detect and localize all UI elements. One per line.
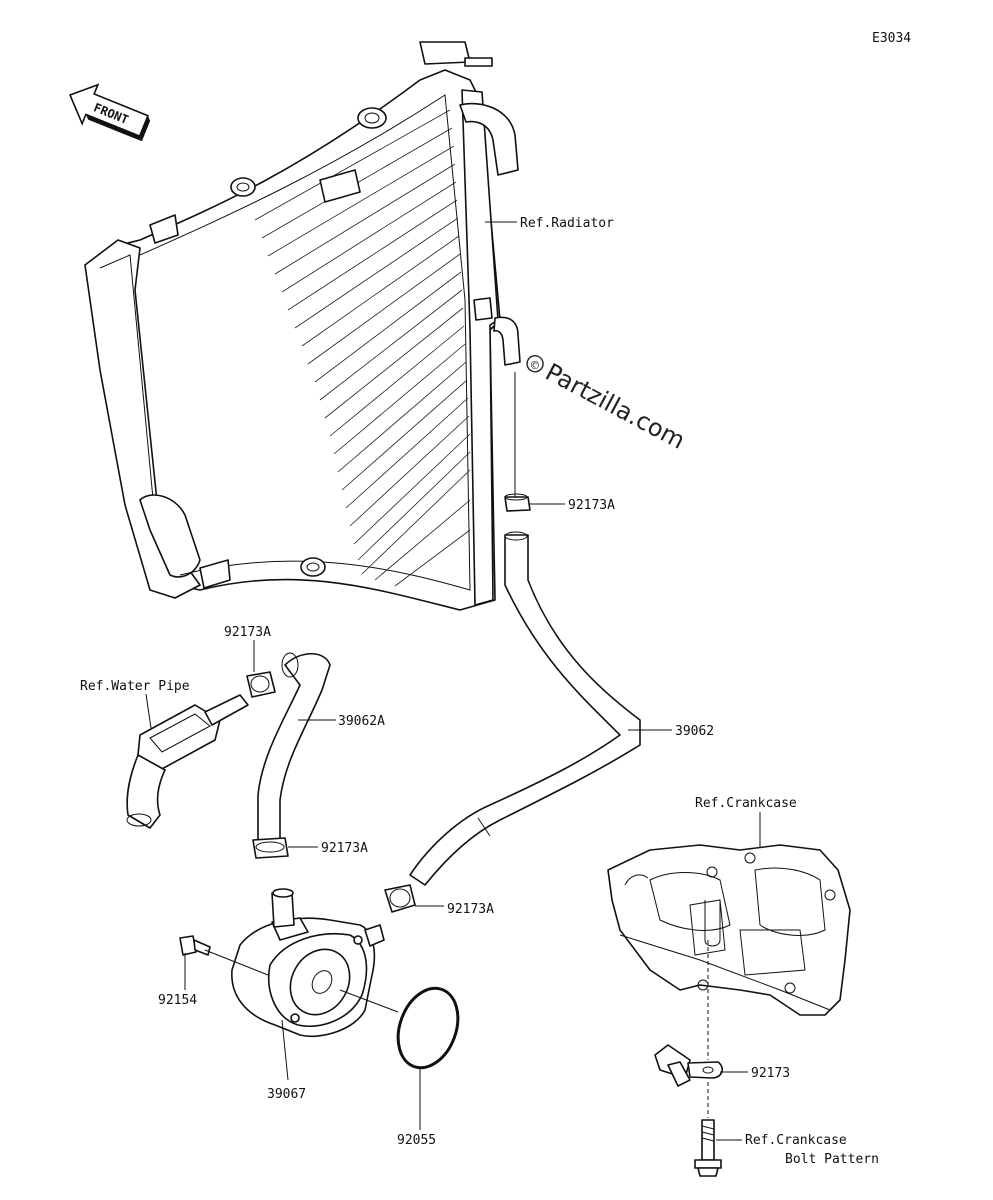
front-arrow-icon: FRONT xyxy=(68,83,151,142)
ref-radiator-label: Ref.Radiator xyxy=(520,216,614,231)
oring-label: 92055 xyxy=(397,1133,436,1148)
diagram-code: E3034 xyxy=(872,31,911,46)
watermark: © Partzilla.com xyxy=(526,355,690,455)
hose-clamp-cooler xyxy=(384,884,416,913)
hose-clamp-radiator xyxy=(504,493,531,512)
crankcase-bolt xyxy=(694,1119,722,1177)
clamp-92173 xyxy=(654,1044,724,1087)
water-pipe xyxy=(126,694,249,829)
clamp-hose-bottom-label: 92173A xyxy=(321,841,368,856)
hose-39062 xyxy=(409,531,641,886)
oring-92055 xyxy=(396,986,460,1070)
ref-water-pipe-label: Ref.Water Pipe xyxy=(80,679,190,694)
hose-short-label: 39062A xyxy=(338,714,385,729)
crankcase xyxy=(607,844,851,1016)
watermark-copyright: © xyxy=(527,357,543,374)
watermark-text: Partzilla.com xyxy=(541,358,690,455)
clamp-crankcase-label: 92173 xyxy=(751,1066,790,1081)
clamp-radiator-label: 92173A xyxy=(568,498,615,513)
oil-cooler xyxy=(231,888,385,1037)
radiator xyxy=(84,41,521,611)
hose-clamp-bottom xyxy=(252,837,289,859)
hose-clamp-pipe xyxy=(246,671,276,698)
ref-bolt-pattern-line2: Bolt Pattern xyxy=(785,1152,879,1167)
radiator-core-fins xyxy=(254,109,471,587)
ref-crankcase-label: Ref.Crankcase xyxy=(695,796,797,811)
ref-bolt-pattern-line1: Ref.Crankcase xyxy=(745,1133,847,1148)
bolt-label: 92154 xyxy=(158,993,197,1008)
clamp-pipe-top-label: 92173A xyxy=(224,625,271,640)
clamp-cooler-right-label: 92173A xyxy=(447,902,494,917)
hose-39062a xyxy=(257,652,331,841)
hose-long-label: 39062 xyxy=(675,724,714,739)
bolt-92154 xyxy=(179,935,211,956)
oil-cooler-label: 39067 xyxy=(267,1087,306,1102)
